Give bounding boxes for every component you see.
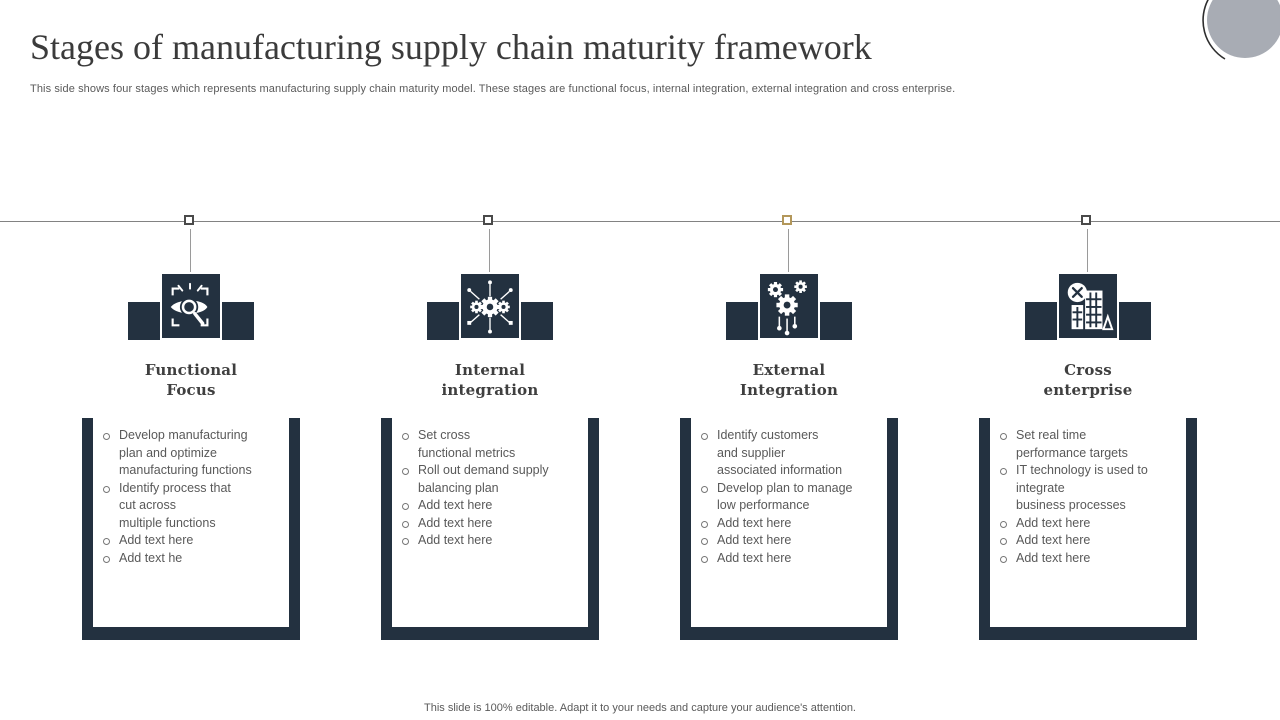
stage-text-panel[interactable]: Identify customers and supplier associat…	[680, 418, 898, 640]
panel-left-bar	[82, 418, 93, 627]
panel-right-bar	[1186, 418, 1197, 627]
panel-right-bar	[887, 418, 898, 627]
stage-icon-tile[interactable]	[459, 272, 521, 340]
stage-text-panel[interactable]: Develop manufacturing plan and optimize …	[82, 418, 300, 640]
stage-icon-tile[interactable]	[758, 272, 820, 340]
gears-process-icon	[767, 280, 807, 336]
stage-title-line1: Internal	[454, 361, 526, 379]
list-item[interactable]: Add text here	[998, 532, 1185, 550]
stage-icon-tile[interactable]	[160, 272, 222, 340]
slide-subtitle[interactable]: This side shows four stages which repres…	[30, 83, 956, 95]
list-item[interactable]: Add text here	[400, 532, 587, 550]
stage-title[interactable]: Internal integration	[390, 360, 590, 400]
list-item[interactable]: Identify process that cut across multipl…	[101, 480, 288, 533]
list-item[interactable]: Add text here	[998, 515, 1185, 533]
list-item[interactable]: Develop plan to manage low performance	[699, 480, 886, 515]
stage-title-line2: integration	[441, 381, 539, 399]
list-item[interactable]: Add text here	[101, 532, 288, 550]
stage-bullet-list: Set cross functional metrics Roll out de…	[400, 427, 587, 550]
list-item[interactable]: Roll out demand supply balancing plan	[400, 462, 587, 497]
stage-title[interactable]: External Integration	[689, 360, 889, 400]
stage-bullet-list: Identify customers and supplier associat…	[699, 427, 886, 567]
stage-external-integration: External Integration Identify customers …	[680, 0, 898, 720]
stage-text-panel[interactable]: Set cross functional metrics Roll out de…	[381, 418, 599, 640]
list-item[interactable]: Add text here	[400, 515, 587, 533]
stage-title-line1: Functional	[144, 361, 238, 379]
stage-title-line2: Integration	[739, 381, 839, 399]
slide-footer-note: This slide is 100% editable. Adapt it to…	[424, 702, 856, 714]
stage-title[interactable]: Functional Focus	[91, 360, 291, 400]
panel-left-bar	[381, 418, 392, 627]
stage-title-line1: Cross	[1064, 361, 1112, 379]
stage-title-line2: Focus	[166, 381, 216, 399]
stage-functional-focus: Functional Focus Develop manufacturing p…	[82, 0, 300, 720]
stage-cross-enterprise: Cross enterprise Set real time performan…	[979, 0, 1197, 720]
corner-circle-decoration	[1202, 0, 1280, 60]
connector-line	[788, 229, 789, 273]
stage-bullet-list: Develop manufacturing plan and optimize …	[101, 427, 288, 567]
list-item[interactable]: Add text here	[998, 550, 1185, 568]
panel-bottom-bar	[680, 627, 898, 640]
stage-text-panel[interactable]: Set real time performance targets IT tec…	[979, 418, 1197, 640]
page-title[interactable]: Stages of manufacturing supply chain mat…	[30, 27, 872, 67]
gear-network-icon	[467, 280, 513, 334]
stage-icon-tile[interactable]	[1057, 272, 1119, 340]
stage-title-line1: External	[752, 361, 826, 379]
timeline-marker[interactable]	[483, 215, 493, 225]
connector-line	[1087, 229, 1088, 273]
stage-title[interactable]: Cross enterprise	[988, 360, 1188, 400]
stage-title-line2: enterprise	[1043, 381, 1133, 399]
panel-right-bar	[588, 418, 599, 627]
panel-bottom-bar	[381, 627, 599, 640]
timeline-marker[interactable]	[184, 215, 194, 225]
list-item[interactable]: IT technology is used to integrate busin…	[998, 462, 1185, 515]
list-item[interactable]: Add text here	[699, 515, 886, 533]
timeline-line	[0, 221, 1280, 222]
stage-bullet-list: Set real time performance targets IT tec…	[998, 427, 1185, 567]
stage-internal-integration: Internal integration Set cross functiona…	[381, 0, 599, 720]
list-item[interactable]: Set real time performance targets	[998, 427, 1185, 462]
list-item[interactable]: Develop manufacturing plan and optimize …	[101, 427, 288, 480]
enterprise-building-icon	[1067, 282, 1114, 331]
list-item[interactable]: Add text he	[101, 550, 288, 568]
panel-right-bar	[289, 418, 300, 627]
list-item[interactable]: Add text here	[699, 550, 886, 568]
eye-scan-icon	[170, 282, 209, 327]
connector-line	[489, 229, 490, 273]
timeline-marker[interactable]	[1081, 215, 1091, 225]
panel-left-bar	[979, 418, 990, 627]
list-item[interactable]: Add text here	[699, 532, 886, 550]
list-item[interactable]: Set cross functional metrics	[400, 427, 587, 462]
list-item[interactable]: Identify customers and supplier associat…	[699, 427, 886, 480]
list-item[interactable]: Add text here	[400, 497, 587, 515]
panel-bottom-bar	[979, 627, 1197, 640]
connector-line	[190, 229, 191, 273]
panel-bottom-bar	[82, 627, 300, 640]
timeline-marker-selected[interactable]	[782, 215, 792, 225]
panel-left-bar	[680, 418, 691, 627]
